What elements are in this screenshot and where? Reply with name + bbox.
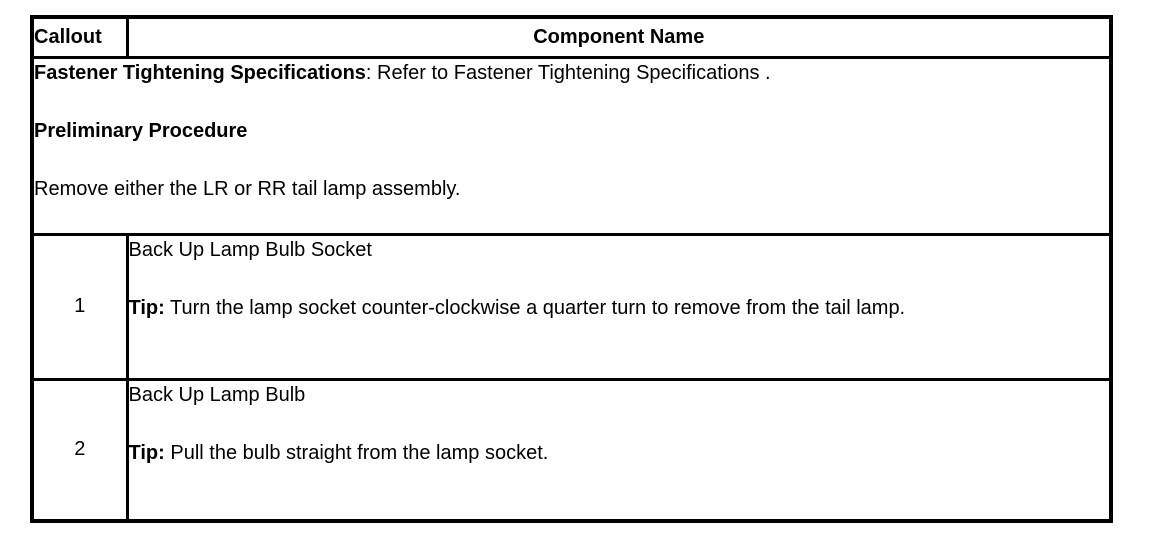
tip-label: Tip: xyxy=(128,296,165,319)
table-header-row: Callout Component Name xyxy=(30,15,1113,59)
component-name-column-header: Component Name xyxy=(125,15,1113,59)
callout-number: 1 xyxy=(30,232,129,381)
component-name: Back Up Lamp Bulb Socket xyxy=(128,238,372,261)
callout-number: 2 xyxy=(30,377,129,523)
preliminary-procedure-heading: Preliminary Procedure xyxy=(34,119,248,142)
preamble-row: Fastener Tightening Specifications: Refe… xyxy=(30,55,1113,236)
component-name: Back Up Lamp Bulb xyxy=(128,383,306,406)
fastener-spec-paragraph: Fastener Tightening Specifications: Refe… xyxy=(34,59,1109,88)
component-cell: Back Up Lamp Bulb Socket Tip: Turn the l… xyxy=(125,232,1113,381)
tip-label: Tip: xyxy=(128,441,165,464)
callout-column-header: Callout xyxy=(30,15,129,59)
fastener-spec-label: Fastener Tightening Specifications xyxy=(34,61,366,84)
tip-paragraph: Tip: Pull the bulb straight from the lam… xyxy=(129,439,1110,468)
preamble-cell: Fastener Tightening Specifications: Refe… xyxy=(30,55,1113,236)
fastener-spec-reference: : Refer to Fastener Tightening Specifica… xyxy=(365,61,771,84)
component-table: Callout Component Name Fastener Tighteni… xyxy=(30,15,1113,523)
table-row: 1 Back Up Lamp Bulb Socket Tip: Turn the… xyxy=(30,232,1113,381)
tip-paragraph: Tip: Turn the lamp socket counter-clockw… xyxy=(129,294,1110,323)
table-row: 2 Back Up Lamp Bulb Tip: Pull the bulb s… xyxy=(30,377,1113,523)
component-cell: Back Up Lamp Bulb Tip: Pull the bulb str… xyxy=(125,377,1113,523)
tip-text: Pull the bulb straight from the lamp soc… xyxy=(170,441,549,464)
preliminary-procedure-text: Remove either the LR or RR tail lamp ass… xyxy=(34,177,461,200)
tip-text: Turn the lamp socket counter-clockwise a… xyxy=(170,296,906,319)
